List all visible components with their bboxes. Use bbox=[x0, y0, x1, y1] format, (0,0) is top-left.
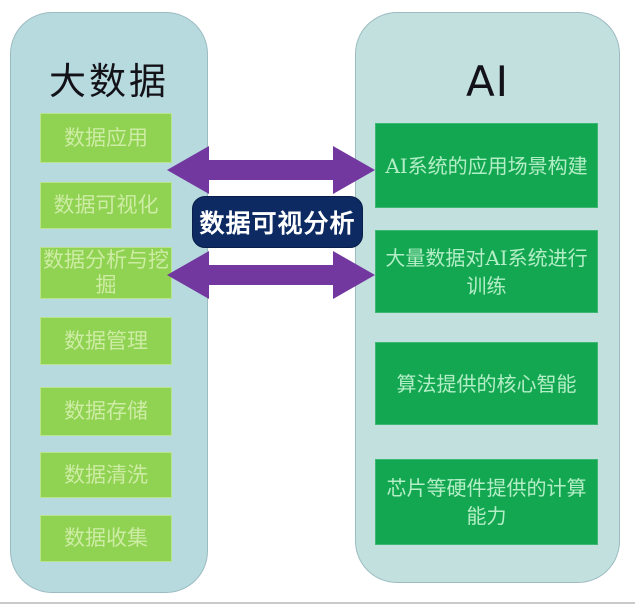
big-data-panel: 大数据 bbox=[10, 12, 208, 593]
node-algorithm-core-intelligence: 算法提供的核心智能 bbox=[375, 342, 598, 425]
node-data-application: 数据应用 bbox=[40, 113, 172, 163]
center-label-data-visual-analysis: 数据可视分析 bbox=[192, 196, 363, 248]
node-data-storage: 数据存储 bbox=[40, 387, 172, 436]
node-ai-scenario-building: AI系统的应用场景构建 bbox=[375, 123, 598, 208]
node-data-cleaning: 数据清洗 bbox=[40, 452, 172, 498]
node-data-management: 数据管理 bbox=[40, 317, 172, 365]
node-ai-training-with-data: 大量数据对AI系统进行训练 bbox=[375, 230, 598, 313]
node-chip-computing-power: 芯片等硬件提供的计算能力 bbox=[375, 459, 598, 545]
ai-title: AI bbox=[465, 57, 510, 106]
double-arrow-top-icon bbox=[167, 146, 375, 194]
double-arrow-bottom-icon bbox=[167, 251, 375, 299]
node-data-visualization: 数据可视化 bbox=[40, 182, 172, 229]
node-data-collection: 数据收集 bbox=[40, 515, 172, 562]
image-bottom-edge bbox=[0, 602, 635, 604]
node-data-analysis-mining: 数据分析与挖掘 bbox=[40, 247, 172, 299]
big-data-title: 大数据 bbox=[49, 60, 169, 103]
